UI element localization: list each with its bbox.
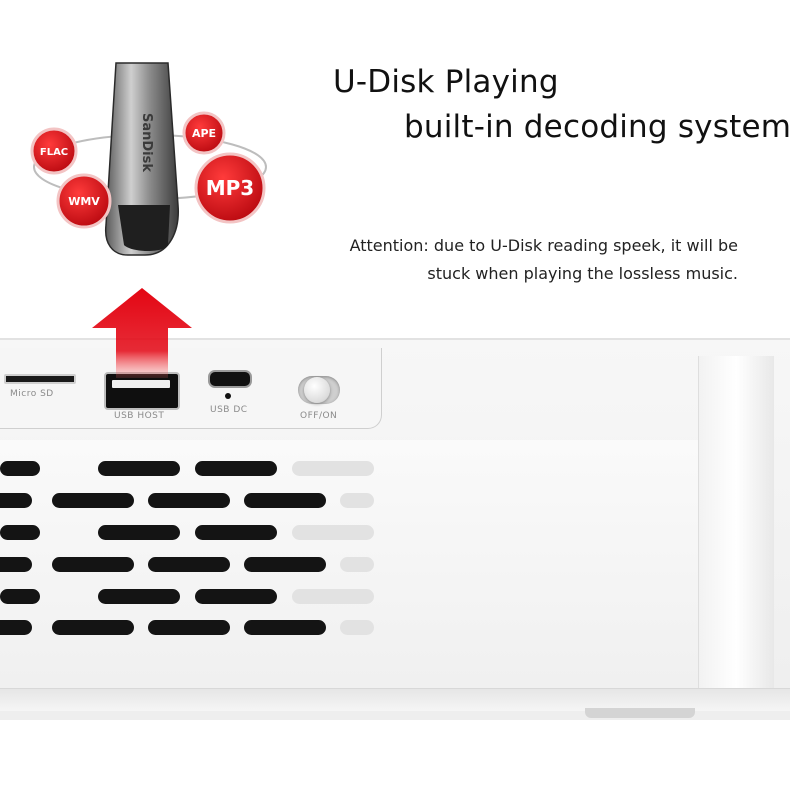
attention-note-line-1: Attention: due to U-Disk reading speek, … bbox=[349, 236, 738, 255]
power-switch-knob[interactable] bbox=[304, 377, 330, 403]
red-up-arrow-icon bbox=[92, 288, 192, 378]
vent-slot bbox=[244, 620, 326, 635]
vent-slot bbox=[148, 557, 230, 572]
vent-slot bbox=[340, 620, 374, 635]
vent-slot bbox=[0, 525, 40, 540]
vent-slot bbox=[52, 493, 134, 508]
vent-slot bbox=[340, 493, 374, 508]
drive-loop-icon bbox=[118, 205, 170, 251]
vent-slot bbox=[195, 525, 277, 540]
vent-slot bbox=[195, 589, 277, 604]
projector-side-edge bbox=[698, 356, 774, 696]
vent-slot bbox=[244, 557, 326, 572]
micro-sd-label: Micro SD bbox=[10, 389, 54, 399]
vent-slot bbox=[52, 620, 134, 635]
vent-slot bbox=[52, 557, 134, 572]
vent-slot bbox=[340, 557, 374, 572]
usb-drive-illustration: SanDisk FLAC APE WMV MP3 bbox=[30, 62, 267, 256]
vent-slot bbox=[244, 493, 326, 508]
badge-ape-label: APE bbox=[192, 127, 216, 140]
attention-note-line-2: stuck when playing the lossless music. bbox=[427, 264, 738, 283]
badge-mp3-label: MP3 bbox=[206, 176, 254, 200]
badge-wmv-icon bbox=[56, 173, 112, 229]
drive-brand-label: SanDisk bbox=[139, 113, 154, 172]
dc-indicator-led bbox=[225, 393, 231, 399]
vent-slot bbox=[98, 461, 180, 476]
vent-slot bbox=[0, 557, 32, 572]
micro-sd-slot[interactable] bbox=[4, 374, 76, 384]
vent-slot bbox=[0, 493, 32, 508]
vent-slot bbox=[148, 493, 230, 508]
vent-slot bbox=[0, 461, 40, 476]
badge-mp3-icon bbox=[194, 152, 266, 224]
badge-wmv-label: WMV bbox=[68, 195, 100, 208]
vent-slot bbox=[292, 461, 374, 476]
badge-ape-icon bbox=[182, 111, 226, 155]
projector-bottom-lip bbox=[0, 688, 790, 711]
vent-slot bbox=[195, 461, 277, 476]
usb-dc-label: USB DC bbox=[210, 405, 248, 415]
vent-slot bbox=[148, 620, 230, 635]
vent-slot bbox=[98, 525, 180, 540]
projector-foot bbox=[585, 708, 695, 718]
headline-line-2: built-in decoding system bbox=[404, 109, 790, 145]
vent-slot bbox=[98, 589, 180, 604]
usb-port-tongue bbox=[112, 380, 170, 388]
vent-slot bbox=[0, 589, 40, 604]
vent-slot bbox=[292, 589, 374, 604]
usb-dc-port[interactable] bbox=[208, 370, 252, 388]
vent-slot bbox=[292, 525, 374, 540]
attention-note: Attention: due to U-Disk reading speek, … bbox=[300, 232, 738, 288]
usb-host-label: USB HOST bbox=[114, 411, 165, 421]
badge-flac-label: FLAC bbox=[40, 147, 68, 158]
headline-line-1: U-Disk Playing bbox=[333, 64, 559, 100]
vent-slot bbox=[0, 620, 32, 635]
off-on-label: OFF/ON bbox=[300, 411, 338, 421]
badge-flac-icon bbox=[30, 127, 78, 175]
usb-host-port[interactable] bbox=[104, 372, 180, 410]
